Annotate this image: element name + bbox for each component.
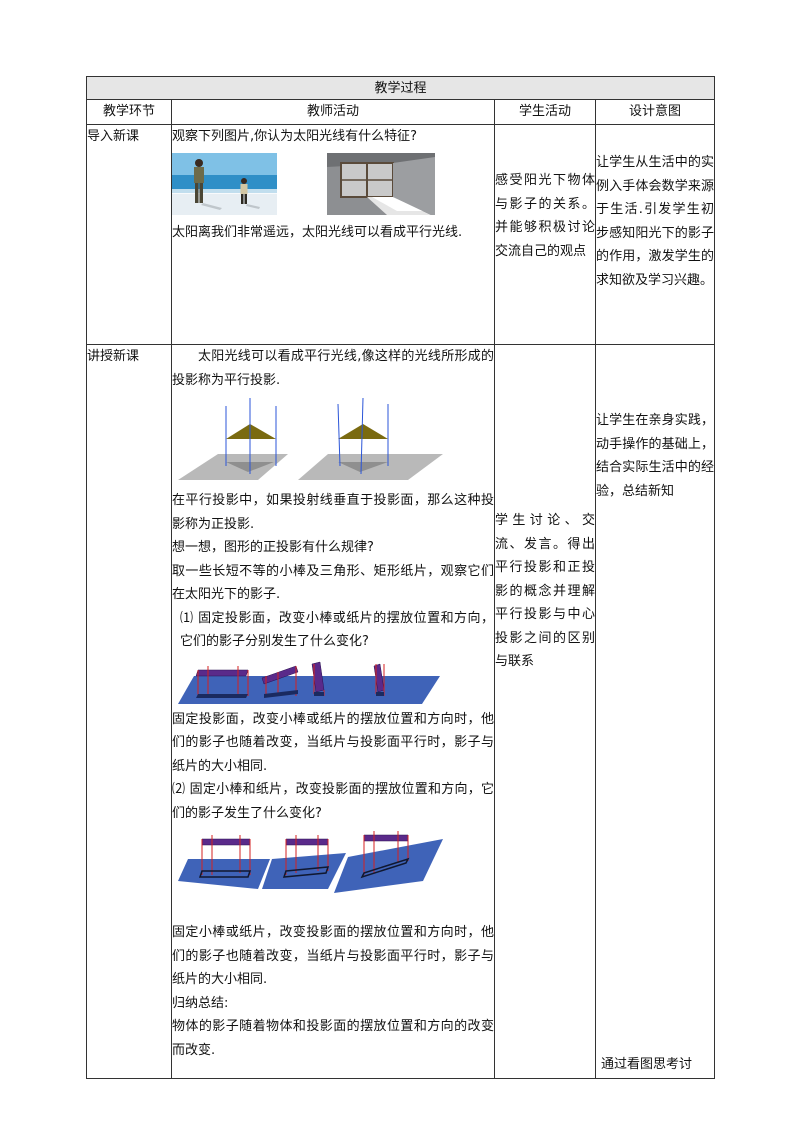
moving-plane-figure [178,831,443,893]
summary-text: 物体的影子随着物体和投影面的摆放位置和方向的改变而改变. [172,1019,494,1058]
design-bottom: 通过看图思考讨 [601,1056,693,1072]
question-1: ⑴ 固定投影面，改变小棒或纸片的摆放位置和方向，它们的影子分别发生了什么变化? [180,610,494,650]
stage-intro: 导入新课 [86,124,172,345]
intro-photos [172,152,494,215]
parallel-projection-figure [178,397,443,480]
fixed-plane-figure [178,661,440,704]
stage-teach: 讲授新课 [86,344,172,1079]
header-stage: 教学环节 [86,99,172,125]
student-teach: 学生讨论、交流、发言。得出平行投影和正投影的概念并理解平行投影与中心投影之间的区… [494,344,596,1079]
activity-text: 取一些长短不等的小棒及三角形、矩形纸片，观察它们在太阳光下的影子. [172,563,494,603]
answer-2: 固定小棒或纸片，改变投影面的摆放位置和方向时，他们的影子也随着改变，当纸片与投影… [172,925,494,987]
header-design: 设计意图 [594,99,716,125]
question-2: ⑵ 固定小棒和纸片，改变投影面的摆放位置和方向，它们的影子发生了什么变化? [172,782,494,821]
table-title: 教学过程 [85,76,716,100]
intro-question: 观察下列图片,你认为太阳光线有什么特征? [172,129,418,144]
lesson-table: 教学过程 教学环节 教师活动 学生活动 设计意图 导入新课 观察下列图片,你认为… [85,76,716,1079]
student-intro: 感受阳光下物体与影子的关系。并能够积极讨论交流自己的观点 [494,124,596,345]
beach-photo [172,152,277,215]
intro-conclusion: 太阳离我们非常遥远，太阳光线可以看成平行光线. [172,224,463,240]
definition-text: 太阳光线可以看成平行光线,像这样的光线所形成的投影称为平行投影. [172,349,494,388]
header-teacher: 教师活动 [171,99,495,125]
teacher-teach: 太阳光线可以看成平行光线,像这样的光线所形成的投影称为平行投影. 在平行投影中， [171,344,495,1079]
row-teach: 讲授新课 太阳光线可以看成平行光线,像这样的光线所形成的投影称为平行投影. [86,344,716,1079]
design-intro: 让学生从生活中的实例入手体会数学来源于生活.引发学生初步感知阳光下的影子的作用，… [594,124,716,345]
design-teach: 让学生在亲身实践，动手操作的基础上，结合实际生活中的经验，总结新知 通过看图思考… [594,344,716,1079]
orthographic-text: 在平行投影中，如果投射线垂直于投影面，那么这种投影称为正投影. [172,493,494,532]
header-student: 学生活动 [494,99,596,125]
think-text: 想一想，图形的正投影有什么规律? [172,540,374,555]
summary-label: 归纳总结: [172,995,229,1011]
answer-1: 固定投影面，改变小棒或纸片的摆放位置和方向时，他们的影子也随着改变，当纸片与投影… [172,711,494,774]
row-intro: 导入新课 观察下列图片,你认为太阳光线有什么特征? [86,124,716,345]
teacher-intro: 观察下列图片,你认为太阳光线有什么特征? [171,124,495,345]
window-light-photo [327,152,435,215]
